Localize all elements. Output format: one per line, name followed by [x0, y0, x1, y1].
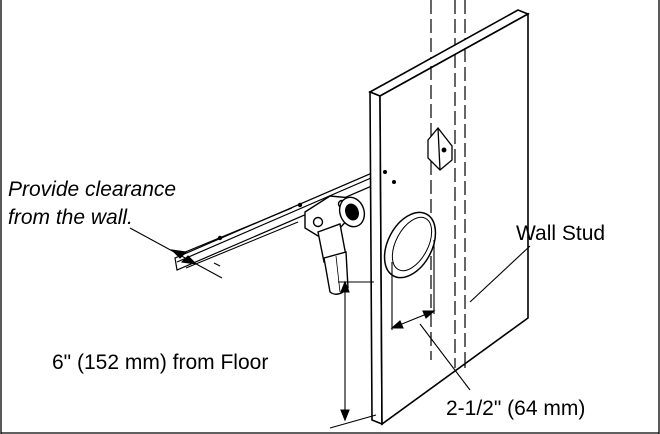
pipe-hole [383, 211, 437, 279]
stud-lines-front [430, 48, 466, 368]
floor-height-label: 6" (152 mm) from Floor [52, 351, 268, 374]
elbow-fitting [304, 195, 366, 295]
clearance-label-line1: Provide clearance [8, 178, 176, 201]
floor-dimension [329, 280, 377, 429]
l-bracket [427, 126, 453, 171]
clearance-label-line2: from the wall. [8, 206, 133, 229]
clearance-dimension [129, 207, 299, 279]
wood-board [368, 9, 530, 426]
rail-screws [383, 170, 396, 184]
wall-stud-leader [469, 245, 531, 303]
offset-label: 2-1/2" (64 mm) [446, 397, 585, 420]
wall-stud-label: Wall Stud [516, 222, 605, 245]
offset-dimension [390, 240, 471, 391]
